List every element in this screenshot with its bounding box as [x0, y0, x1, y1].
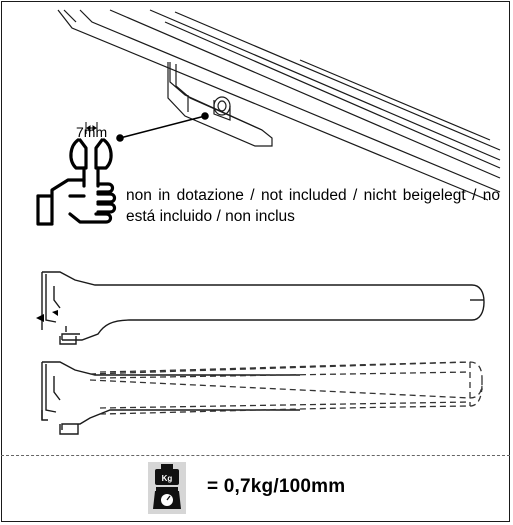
rail-assembly-drawing	[57, 9, 501, 201]
wrench-hand-icon	[36, 138, 117, 226]
weight-formula: = 0,7kg/100mm	[207, 476, 346, 497]
arm-extension-dashed	[89, 361, 483, 415]
arm-extension-drawing	[41, 361, 300, 435]
section-divider	[1, 455, 510, 456]
wrench-size-label: 7mm	[76, 124, 108, 140]
svg-text:Kg: Kg	[162, 474, 173, 483]
dimension-mark	[85, 122, 98, 134]
scale-weight-icon: Kg	[148, 462, 186, 514]
sliding-arm-drawing	[41, 271, 485, 345]
tool-not-included-note: non in dotazione / not included / nicht …	[126, 187, 500, 225]
leader-line	[116, 112, 209, 142]
screw-markers	[36, 310, 58, 322]
